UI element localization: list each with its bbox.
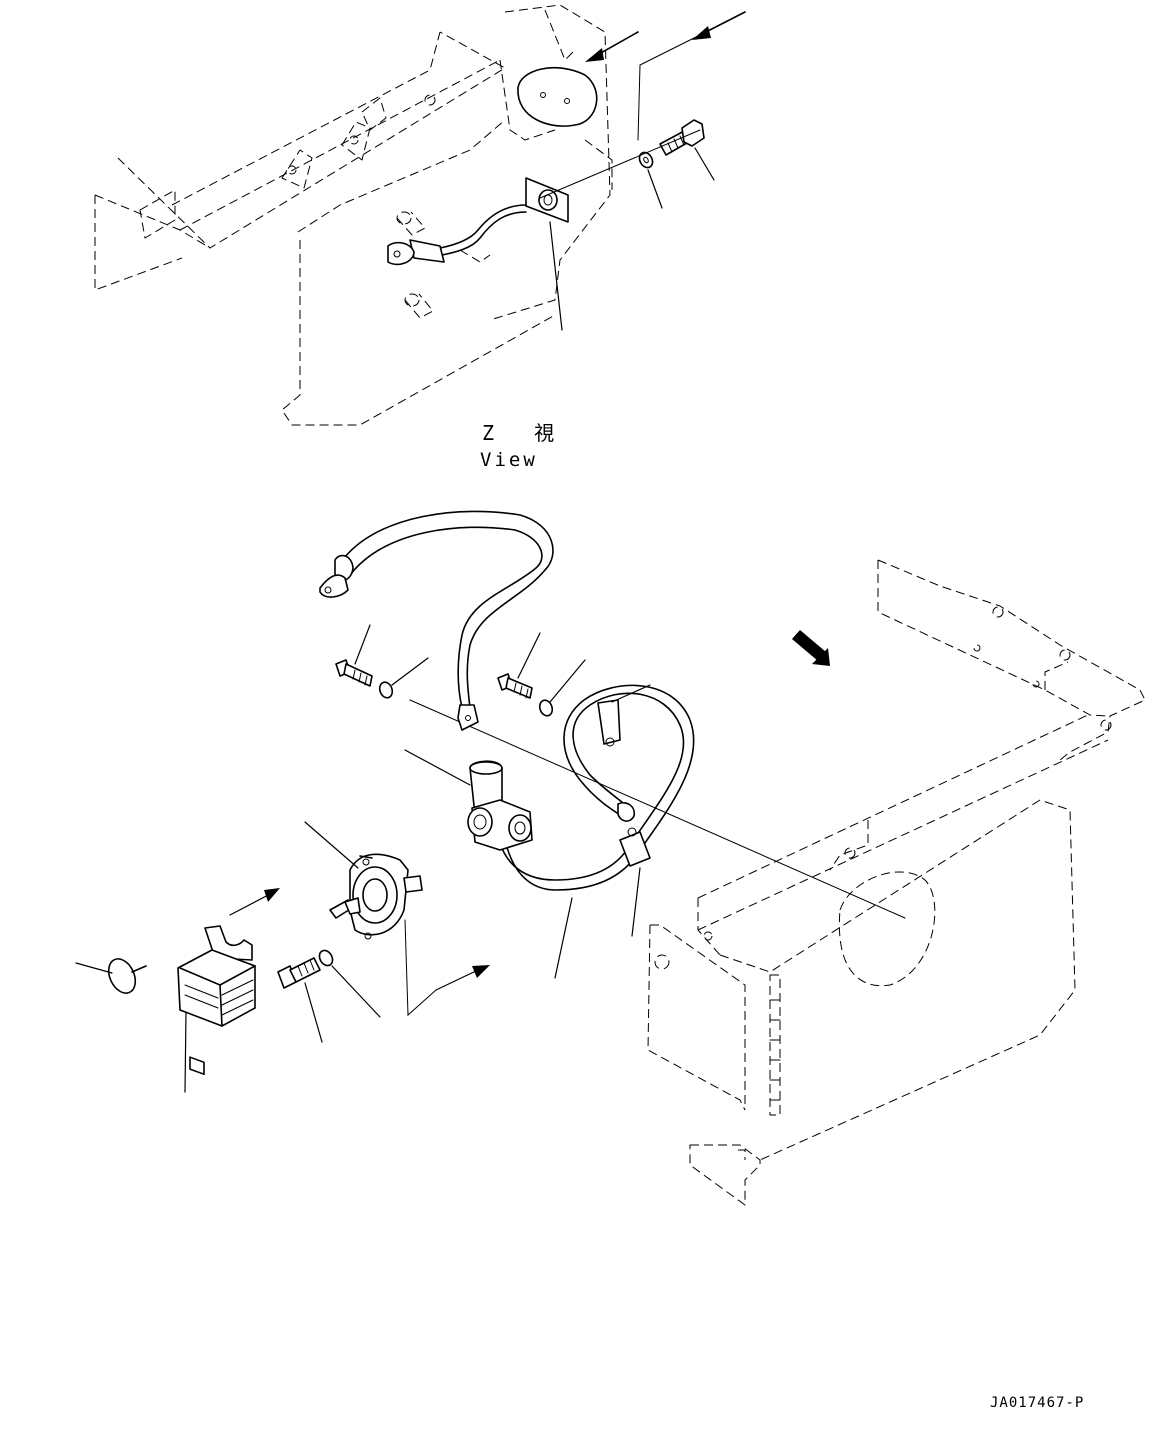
leader-lines — [75, 624, 651, 1093]
fasteners — [107, 659, 554, 994]
switch-cover — [177, 925, 256, 1076]
battery-cable — [319, 510, 554, 731]
frame-assembly — [409, 559, 1146, 1206]
drawing-code: JA017467-P — [990, 1395, 1085, 1411]
assembly-arrows — [229, 888, 490, 1017]
disconnect-switch — [329, 853, 423, 940]
cable-harness — [467, 684, 695, 891]
view-subtitle: View — [480, 449, 538, 471]
z-view-detail — [94, 4, 746, 426]
view-title: Z 視 — [482, 421, 569, 445]
